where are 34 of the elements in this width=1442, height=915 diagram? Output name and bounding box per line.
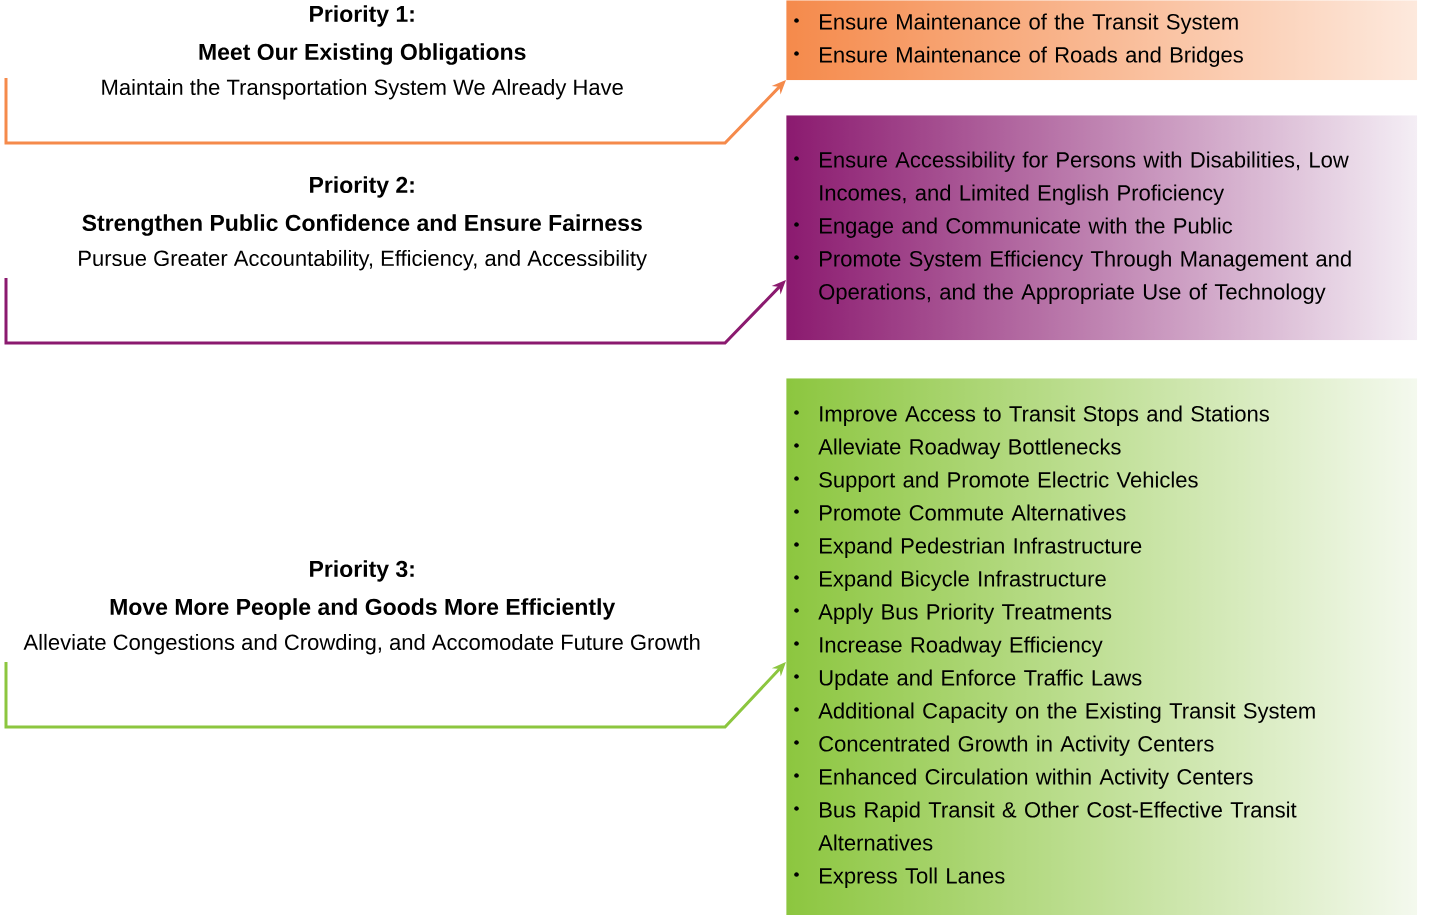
arrow	[4, 78, 786, 145]
bullet-item: Bus Rapid Transit & Other Cost-Effective Transit Alternatives	[794, 801, 1297, 851]
priority-description: Maintain the Transportation System We Already Have	[102, 78, 623, 100]
bullet-item: Ensure Maintenance of Roads and Bridges	[794, 46, 1243, 67]
goal-list-box	[794, 151, 1351, 304]
priority-heading: Priority 2:	[310, 176, 414, 198]
bullet-item: Enhanced Circulation within Activity Centers	[794, 768, 1253, 789]
bullet-item: Promote System Efficiency Through Management and Operations, and the Appropriate Use of Technology	[794, 250, 1351, 304]
bullet-item: Support and Promote Electric Vehicles	[794, 471, 1198, 492]
goal-list-box	[794, 405, 1315, 888]
bullet-item: Additional Capacity on the Existing Transit System	[794, 702, 1315, 723]
arrow	[4, 662, 786, 729]
arrow	[4, 278, 786, 345]
bullet-item: Increase Roadway Efficiency	[794, 636, 1103, 657]
priority-heading: Meet Our Existing Obligations	[199, 43, 526, 65]
bullet-item: Ensure Accessibility for Persons with Disabilities, Low Incomes, and Limited English Proficiency	[794, 151, 1349, 205]
bullet-item: Express Toll Lanes	[794, 867, 1005, 888]
bullet-item: Expand Pedestrian Infrastructure	[794, 537, 1142, 558]
bullet-item: Expand Bicycle Infrastructure	[794, 570, 1106, 591]
bullet-item: Update and Enforce Traffic Laws	[794, 669, 1142, 690]
bullet-item: Apply Bus Priority Treatments	[794, 603, 1112, 624]
priority-heading: Priority 3:	[310, 560, 414, 582]
priority-heading: Strengthen Public Confidence and Ensure Fairness	[82, 214, 642, 236]
priority-description: Alleviate Congestions and Crowding, and Accomodate Future Growth	[23, 633, 700, 655]
bullet-item: Improve Access to Transit Stops and Stations	[794, 405, 1269, 426]
goal-list-box	[794, 13, 1243, 67]
priority-heading: Priority 1:	[310, 5, 414, 27]
bullet-item: Alleviate Roadway Bottlenecks	[794, 438, 1121, 459]
priority-heading: Move More People and Goods More Efficiently	[110, 598, 616, 620]
bullet-item: Ensure Maintenance of the Transit System	[794, 13, 1238, 34]
bullet-item: Promote Commute Alternatives	[794, 504, 1126, 521]
bullet-item: Engage and Communicate with the Public	[794, 217, 1233, 238]
bullet-item: Concentrated Growth in Activity Centers	[794, 735, 1214, 756]
priority-description: Pursue Greater Accountability, Efficiency, and Accessibility	[79, 249, 647, 271]
